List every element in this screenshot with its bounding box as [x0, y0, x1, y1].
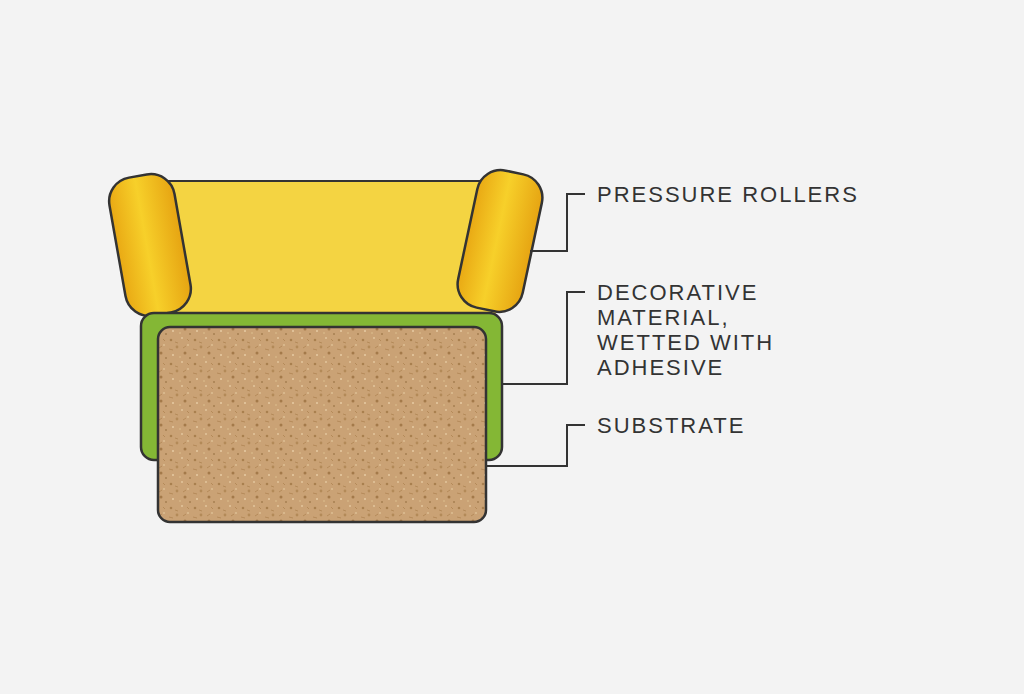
leader-line	[503, 292, 585, 384]
roller-body-edge	[162, 180, 496, 182]
part-label: SUBSTRATE	[597, 413, 927, 438]
roller-body	[162, 181, 496, 321]
part-label: PRESSURE ROLLERS	[597, 182, 927, 207]
pressure-roller	[453, 166, 547, 317]
leader-line	[487, 425, 585, 466]
substrate-board	[158, 327, 486, 522]
part-label: DECORATIVE MATERIAL, WETTED WITH ADHESIV…	[597, 280, 815, 380]
leader-line	[530, 194, 585, 251]
pressure-roller	[105, 170, 194, 319]
